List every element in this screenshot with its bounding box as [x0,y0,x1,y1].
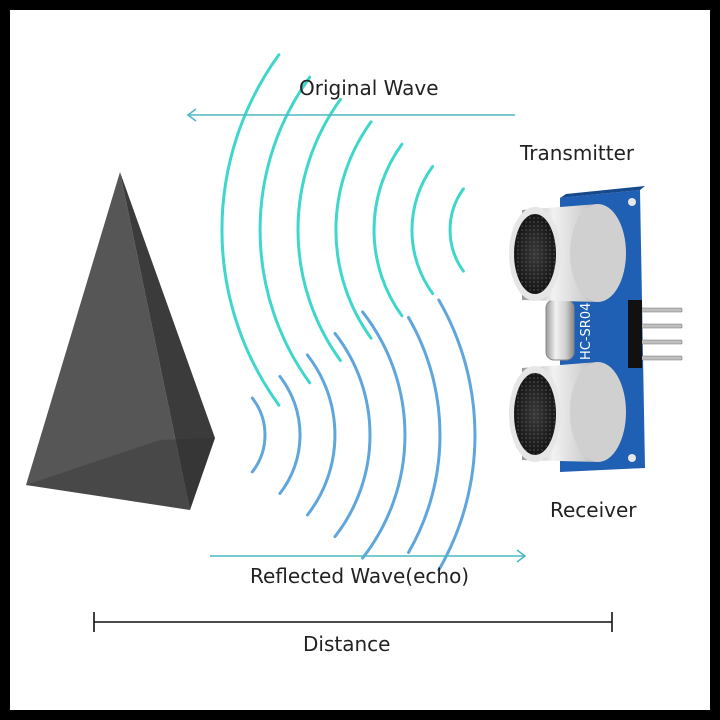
reflected-wave-arc [407,316,442,554]
original-wave-arc [220,53,281,407]
original-wave-arcs [220,53,465,407]
reflected-wave-label: Reflected Wave(echo) [250,564,470,588]
original-wave-arc [258,75,312,385]
reflected-wave-arc [250,396,267,474]
reflected-wave-arc [278,375,302,495]
original-wave-arc [334,120,373,340]
original-wave-arc [296,98,342,362]
reflected-wave-arc [361,310,407,560]
reflected-wave-arc [333,331,372,539]
original-wave-arc [410,165,435,295]
reflected-wave-arcs [250,298,477,572]
pyramid-icon [26,172,215,510]
receiver-label: Receiver [550,498,637,522]
ultrasonic-sensor-icon: HC-SR04 [509,186,683,472]
reflected-wave-arc [305,353,337,517]
board-marking: HC-SR04 [579,303,594,360]
original-wave-label: Original Wave [299,76,439,100]
original-wave-arc [372,142,404,318]
distance-line [93,612,613,632]
reflected-wave-arrow [210,549,527,563]
original-wave-arc [448,187,465,273]
transmitter-label: Transmitter [520,141,635,165]
original-wave-arrow [186,108,515,122]
distance-label: Distance [303,632,391,656]
reflected-wave-arc [437,298,477,572]
